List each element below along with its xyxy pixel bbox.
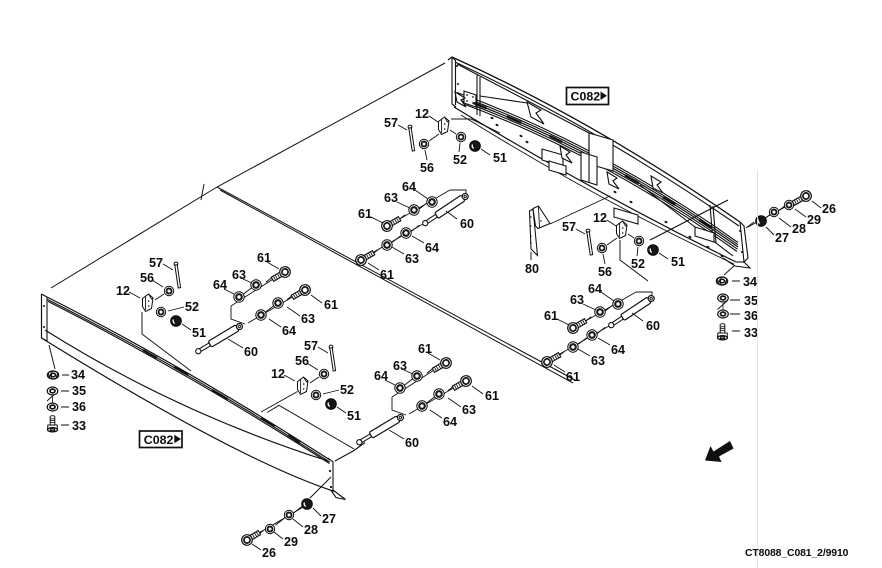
svg-text:CT8088_C081_2/9910: CT8088_C081_2/9910: [745, 548, 849, 559]
svg-text:80: 80: [525, 262, 539, 276]
svg-text:33: 33: [72, 419, 86, 433]
svg-text:34: 34: [743, 275, 757, 289]
svg-text:36: 36: [72, 400, 86, 414]
svg-text:33: 33: [744, 326, 758, 340]
svg-text:28: 28: [792, 222, 806, 236]
svg-text:26: 26: [822, 202, 836, 216]
svg-text:35: 35: [72, 384, 86, 398]
svg-text:34: 34: [71, 368, 85, 382]
svg-text:29: 29: [284, 535, 298, 549]
svg-text:36: 36: [744, 309, 758, 323]
svg-text:26: 26: [262, 546, 276, 560]
svg-text:35: 35: [744, 294, 758, 308]
svg-text:27: 27: [322, 512, 336, 526]
svg-text:C082: C082: [571, 90, 601, 104]
svg-text:28: 28: [304, 523, 318, 537]
svg-text:27: 27: [775, 231, 789, 245]
svg-text:29: 29: [807, 213, 821, 227]
svg-text:C082: C082: [144, 433, 174, 447]
